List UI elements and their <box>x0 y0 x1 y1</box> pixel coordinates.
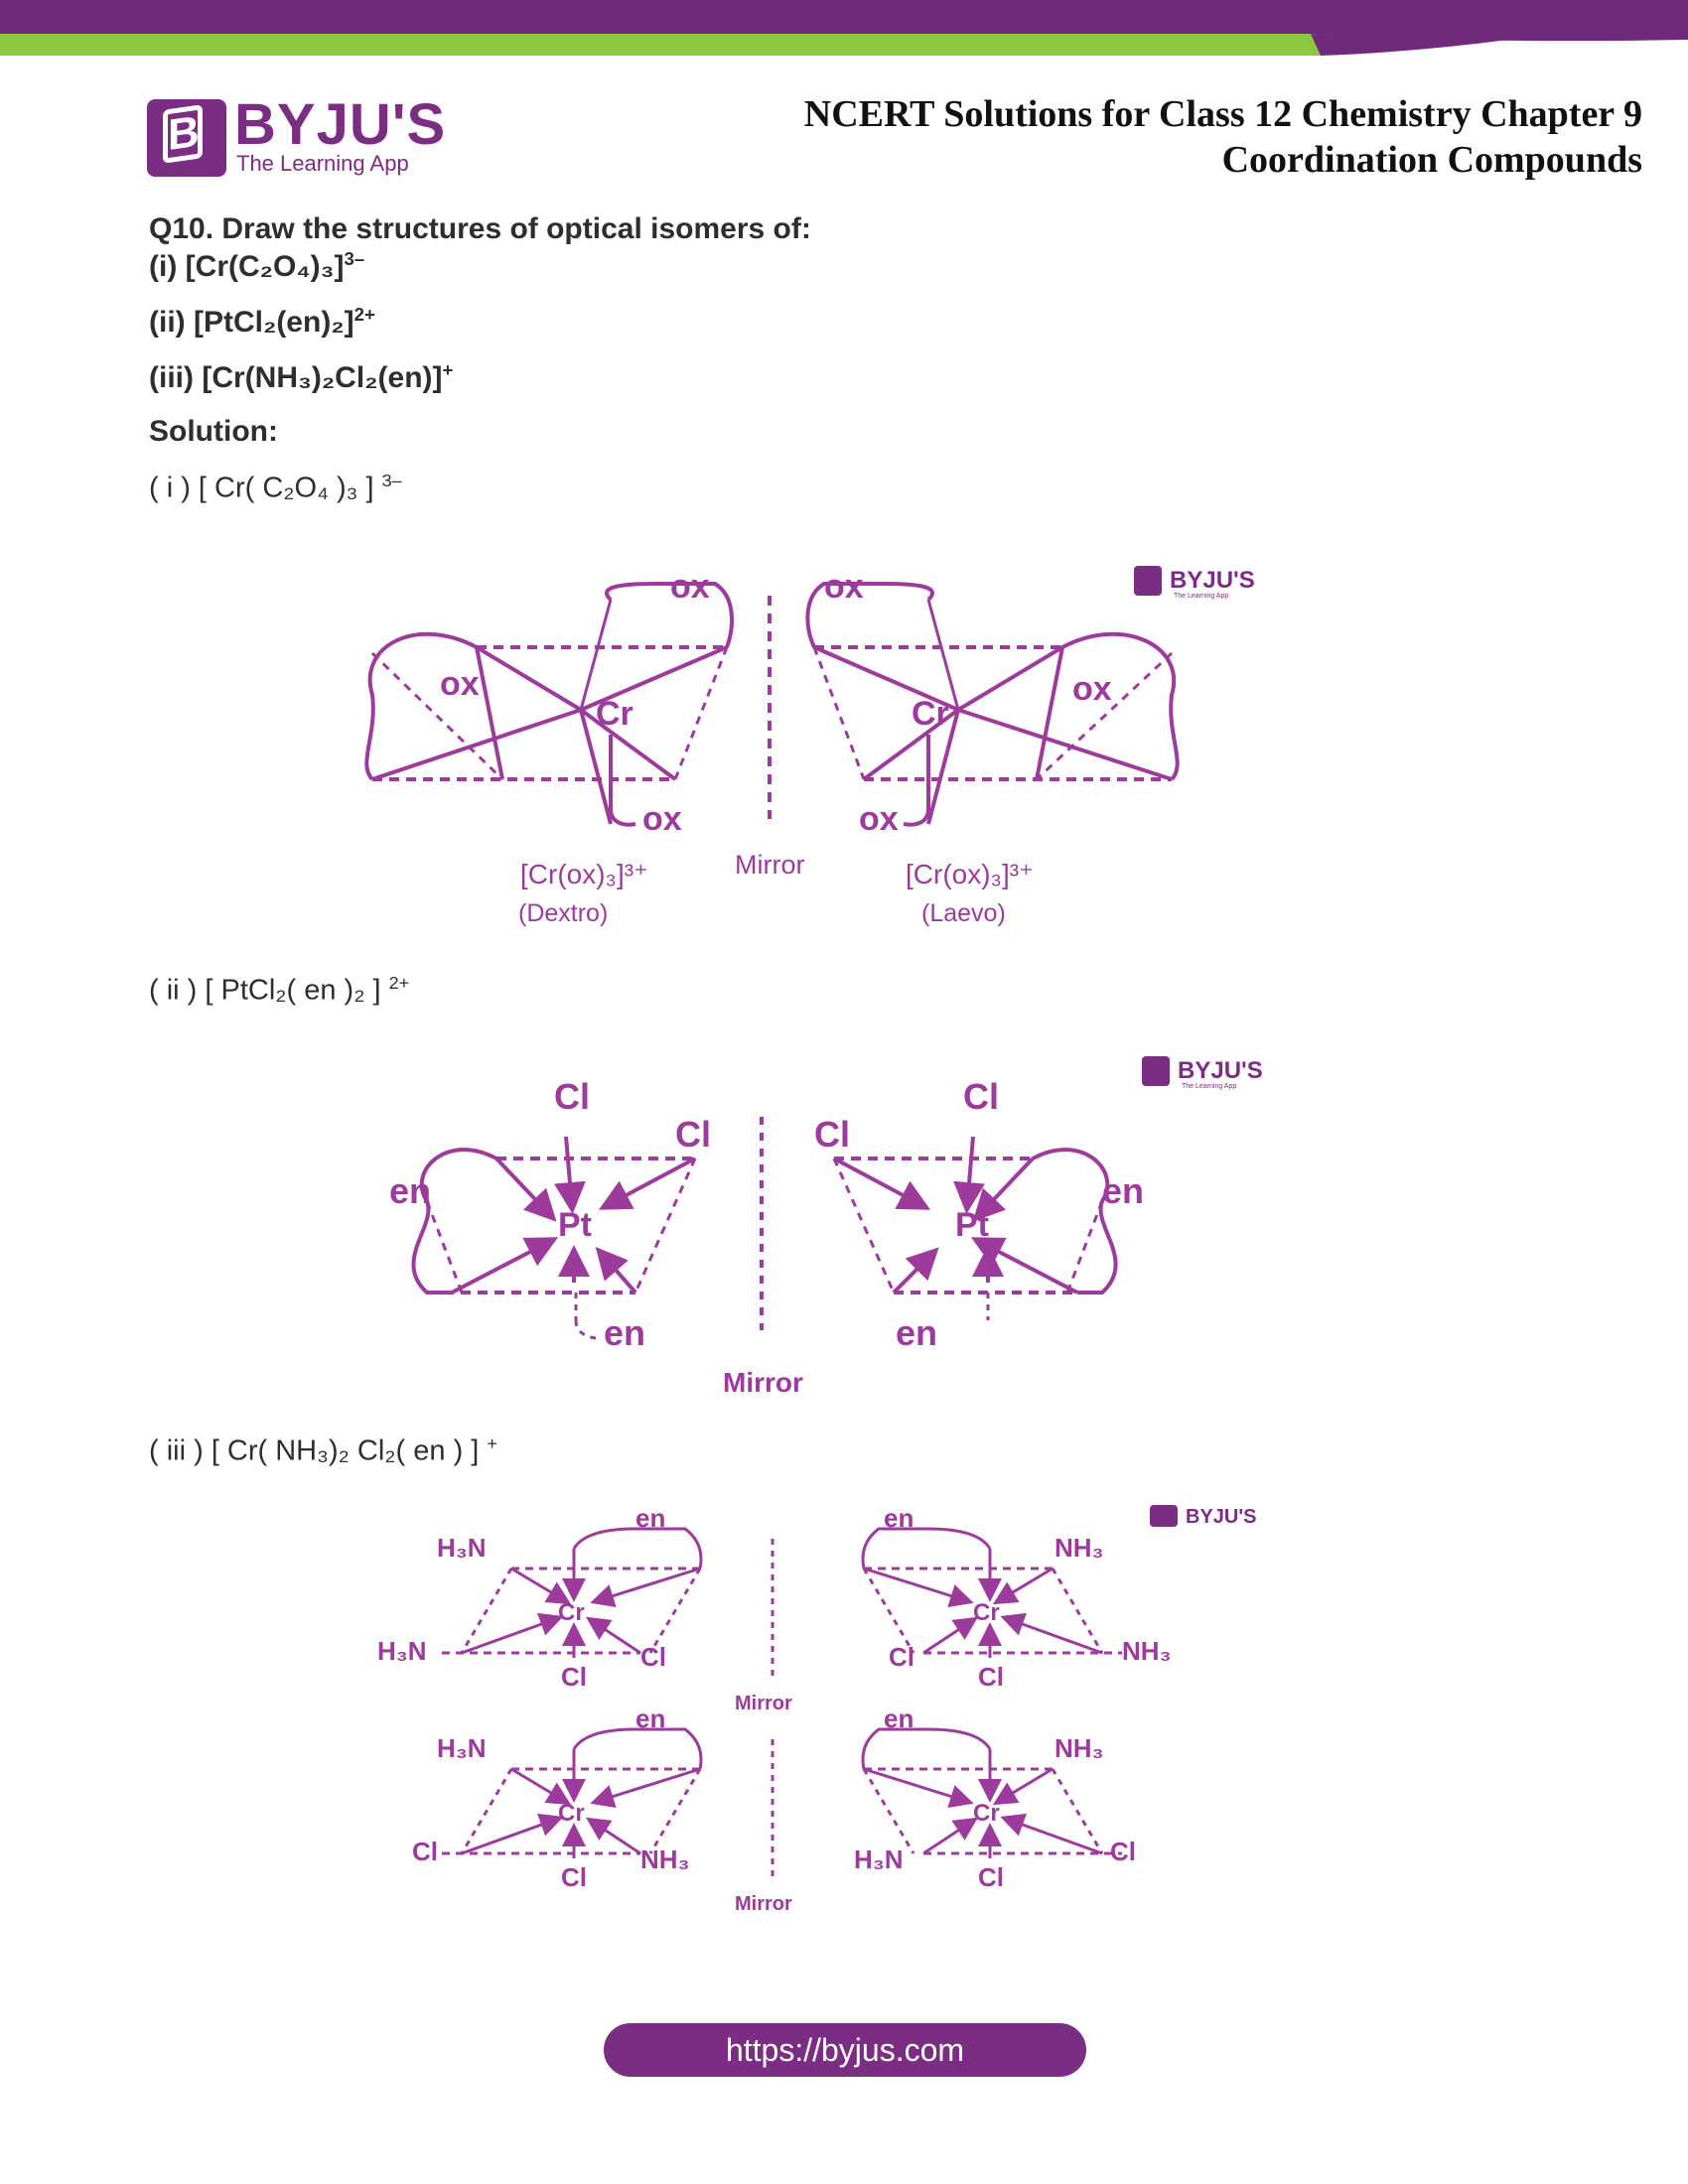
title-line-1: NCERT Solutions for Class 12 Chemistry C… <box>803 93 1642 135</box>
svg-text:Cr: Cr <box>973 1800 1000 1827</box>
svg-text:en: en <box>635 1503 665 1533</box>
svg-text:Cl: Cl <box>640 1642 666 1672</box>
question-item-label: (iii) <box>149 361 194 394</box>
figure-1-right-name: (Laevo) <box>921 899 1006 927</box>
svg-text:en: en <box>896 1312 937 1353</box>
svg-text:ox: ox <box>670 568 710 606</box>
svg-text:H₃N: H₃N <box>437 1733 487 1763</box>
svg-text:ox: ox <box>824 568 864 606</box>
question-item-formula: [Cr(C₂O₄)₃] <box>185 250 345 283</box>
svg-text:NH₃: NH₃ <box>1122 1636 1172 1666</box>
question-item-3: (iii) [Cr(NH₃)₂Cl₂(en)]+ <box>149 359 453 395</box>
svg-text:en: en <box>884 1503 914 1533</box>
svg-text:Cl: Cl <box>978 1662 1004 1692</box>
svg-text:BYJU'S: BYJU'S <box>1178 1057 1263 1084</box>
svg-text:ox: ox <box>1072 670 1112 708</box>
svg-text:Cl: Cl <box>561 1862 587 1892</box>
svg-text:NH₃: NH₃ <box>1055 1733 1104 1763</box>
top-banner <box>0 0 1688 62</box>
solution-heading: Solution: <box>149 415 278 448</box>
figure-3-chromium-isomers: BYJU'S H₃N H₃N en Cr Cl Cl Mirror <box>377 1503 1256 1915</box>
svg-text:Cr: Cr <box>596 695 633 733</box>
svg-text:Cl: Cl <box>1110 1837 1136 1866</box>
question-item-label: (ii) <box>149 306 186 339</box>
figure-3-mirror-label-top: Mirror <box>735 1693 792 1714</box>
svg-text:NH₃: NH₃ <box>640 1844 690 1874</box>
question-item-charge: 3– <box>344 248 365 269</box>
svg-text:en: en <box>1102 1170 1144 1211</box>
question-item-2: (ii) [PtCl₂(en)₂]2+ <box>149 304 375 340</box>
figure-1-left-formula: [Cr(ox)₃]³⁺ <box>520 859 648 889</box>
svg-text:en: en <box>604 1312 645 1353</box>
part-3-label: ( iii ) [ Cr( NH₃)₂ Cl₂( en ) ] + <box>149 1433 497 1467</box>
svg-text:en: en <box>389 1170 431 1211</box>
svg-text:Cl: Cl <box>963 1076 999 1117</box>
svg-text:ox: ox <box>440 665 480 703</box>
svg-text:Cl: Cl <box>675 1114 711 1155</box>
question-item-formula: [PtCl₂(en)₂] <box>194 306 354 339</box>
svg-text:Cr: Cr <box>973 1599 1000 1626</box>
svg-text:BYJU'S: BYJU'S <box>1170 567 1255 594</box>
svg-text:The Learning App: The Learning App <box>1182 1083 1236 1090</box>
question-item-1: (i) [Cr(C₂O₄)₃]3– <box>149 248 364 284</box>
logo-icon: B <box>147 99 226 177</box>
question-item-charge: 2+ <box>353 304 375 325</box>
svg-text:Cr: Cr <box>558 1800 585 1827</box>
byjus-logo: B BYJU'S The Learning App <box>147 92 445 179</box>
figure-1-right-formula: [Cr(ox)₃]³⁺ <box>906 859 1034 889</box>
svg-text:Pt: Pt <box>955 1206 989 1244</box>
figure-1-mirror-label: Mirror <box>735 850 804 880</box>
svg-text:Cl: Cl <box>889 1642 914 1672</box>
figure-watermark-logo: BYJU'S <box>1150 1505 1256 1528</box>
part-1-label: ( i ) [ Cr( C₂O₄ )₃ ] 3– <box>149 471 402 504</box>
figure-1-oxalate-isomers: BYJU'S The Learning App ox ox ox Cr <box>364 566 1255 927</box>
svg-text:en: en <box>635 1704 665 1733</box>
question-item-label: (i) <box>149 250 178 283</box>
question-item-formula: [Cr(NH₃)₂Cl₂(en)] <box>202 361 443 394</box>
page-title: NCERT Solutions for Class 12 Chemistry C… <box>804 91 1642 183</box>
figure-3-mirror-label-bottom: Mirror <box>735 1893 792 1915</box>
part-2-label: ( ii ) [ PtCl₂( en )₂ ] 2+ <box>149 973 410 1007</box>
svg-text:The Learning App: The Learning App <box>1174 593 1228 600</box>
svg-text:ox: ox <box>859 800 899 838</box>
svg-text:Cl: Cl <box>561 1662 587 1692</box>
svg-text:Pt: Pt <box>558 1206 592 1244</box>
logo-tagline: The Learning App <box>236 151 409 176</box>
figure-watermark-logo: BYJU'S The Learning App <box>1134 566 1255 600</box>
figure-2-mirror-label: Mirror <box>723 1367 803 1398</box>
figure-2-platinum-isomers: BYJU'S The Learning App Cl Cl en Pt en <box>389 1056 1263 1398</box>
title-line-2: Coordination Compounds <box>1221 139 1642 181</box>
svg-text:Cr: Cr <box>912 695 949 733</box>
svg-text:Cl: Cl <box>554 1076 590 1117</box>
svg-text:H₃N: H₃N <box>377 1636 427 1666</box>
logo-name: BYJU'S <box>234 92 447 157</box>
svg-text:BYJU'S: BYJU'S <box>1186 1506 1256 1528</box>
svg-text:Cl: Cl <box>978 1862 1004 1892</box>
question-prefix: Q10. Draw the structures of optical isom… <box>149 212 811 245</box>
svg-text:NH₃: NH₃ <box>1055 1533 1104 1563</box>
svg-text:H₃N: H₃N <box>437 1533 487 1563</box>
svg-text:Cl: Cl <box>412 1837 438 1866</box>
svg-text:H₃N: H₃N <box>854 1844 904 1874</box>
svg-text:en: en <box>884 1704 914 1733</box>
svg-text:Cl: Cl <box>814 1114 850 1155</box>
question-item-charge: + <box>442 359 454 380</box>
footer-url-link[interactable]: https://byjus.com <box>604 2023 1086 2077</box>
svg-text:ox: ox <box>642 800 682 838</box>
svg-text:Cr: Cr <box>558 1599 585 1626</box>
figure-watermark-logo: BYJU'S The Learning App <box>1142 1056 1263 1090</box>
figure-1-left-name: (Dextro) <box>518 899 608 927</box>
